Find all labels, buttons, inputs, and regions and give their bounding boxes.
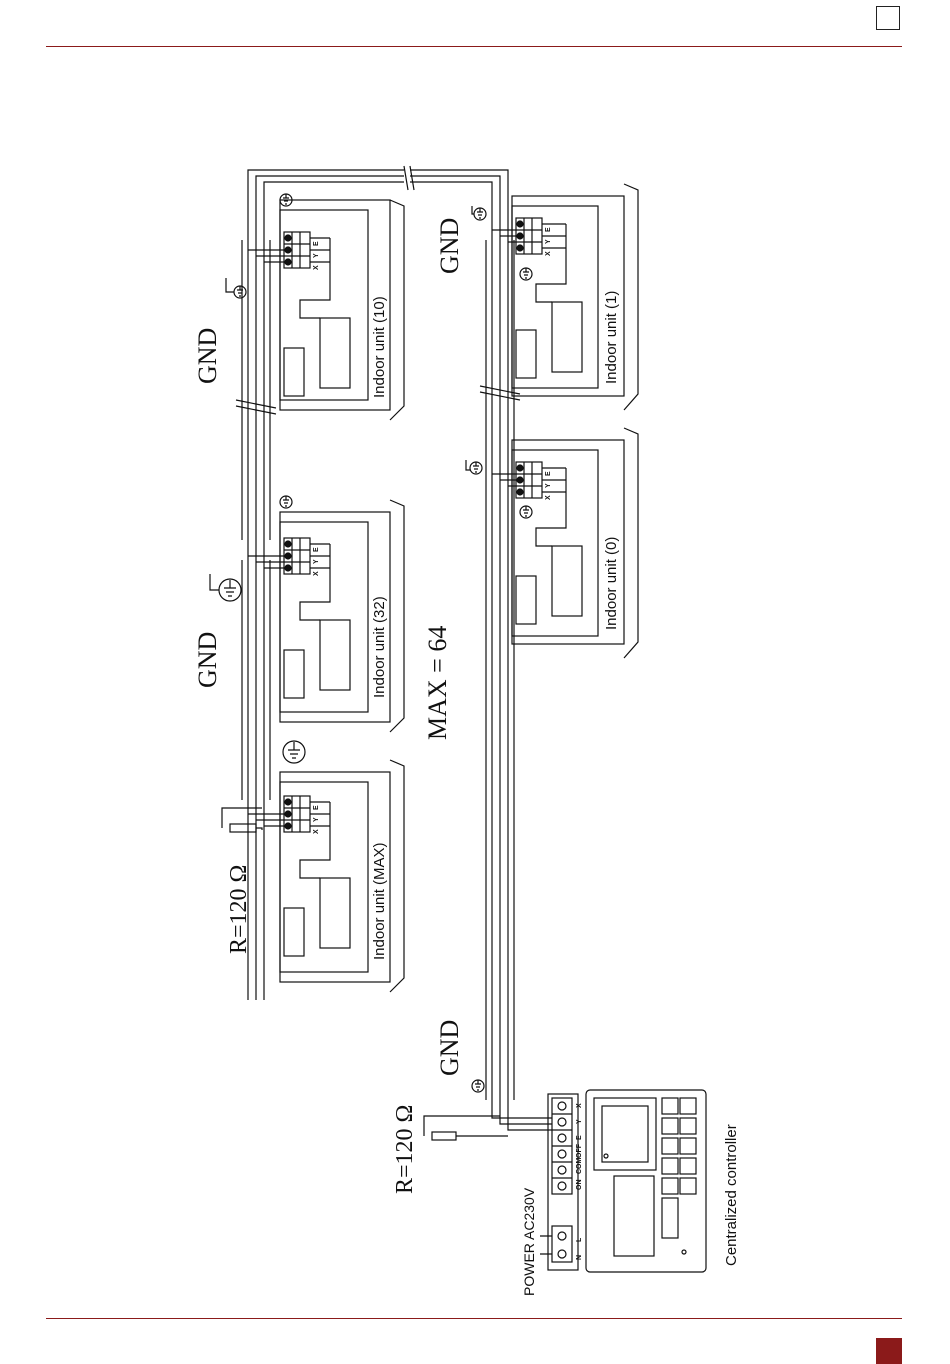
unit-label-1: Indoor unit (1) xyxy=(603,291,620,384)
right-bus-cable xyxy=(492,228,508,1110)
term-x-u1: X xyxy=(545,251,552,256)
term-e-u32: E xyxy=(313,547,320,552)
resistor-bottom xyxy=(424,1116,508,1140)
top-bus-cable xyxy=(248,166,508,232)
unit-label-10: Indoor unit (10) xyxy=(371,296,388,398)
term-y-u0: Y xyxy=(545,483,552,488)
ctrl-term-com: COM xyxy=(576,1158,583,1175)
controller-body xyxy=(586,1090,706,1272)
gnd-label-top: GND xyxy=(193,328,222,384)
term-y-u32: Y xyxy=(313,559,320,564)
controller-label: Centralized controller xyxy=(723,1124,740,1266)
term-e-u0: E xyxy=(545,471,552,476)
term-e-umax: E xyxy=(313,805,320,810)
ctrl-term-off: OFF xyxy=(576,1143,583,1158)
term-x-umax: X xyxy=(313,829,320,834)
power-term-n: N xyxy=(576,1255,583,1260)
term-y-umax: Y xyxy=(313,817,320,822)
term-y-u1: Y xyxy=(545,239,552,244)
gnd-label-middle: GND xyxy=(193,632,222,688)
term-x-u10: X xyxy=(313,265,320,270)
term-x-u32: X xyxy=(313,571,320,576)
ctrl-term-e: E xyxy=(576,1135,583,1140)
term-y-u10: Y xyxy=(313,253,320,258)
term-e-u1: E xyxy=(545,227,552,232)
power-term-l: L xyxy=(576,1237,583,1242)
resistor-label-bottom: R=120 Ω xyxy=(392,1105,418,1194)
unit-label-0: Indoor unit (0) xyxy=(603,537,620,630)
unit-label-32: Indoor unit (32) xyxy=(371,596,388,698)
max-label: MAX = 64 xyxy=(423,626,452,740)
ctrl-term-x: X xyxy=(576,1103,583,1108)
ctrl-term-on: ON xyxy=(576,1180,583,1191)
gnd-label-right: GND xyxy=(435,218,464,274)
gnd-label-bottom: GND xyxy=(435,1020,464,1076)
power-label: POWER AC230V xyxy=(521,1187,537,1296)
term-x-u0: X xyxy=(545,495,552,500)
ctrl-term-y: Y xyxy=(576,1119,583,1124)
unit-label-max: Indoor unit (MAX) xyxy=(371,842,388,960)
controller-terminal-letters: ON COM OFF E Y X N L xyxy=(576,1103,583,1260)
term-e-u10: E xyxy=(313,241,320,246)
resistor-label-top: R=120 Ω xyxy=(226,865,252,954)
